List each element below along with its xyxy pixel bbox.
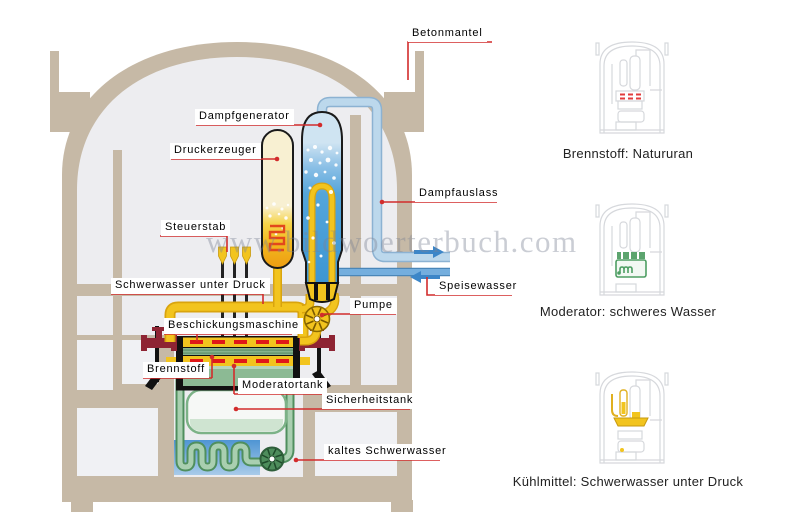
pressurizer	[261, 129, 294, 269]
thumbnail-caption-moderator: Moderator: schweres Wasser	[539, 304, 717, 319]
safety-tank	[185, 388, 288, 435]
label-steuerstab: Steuerstab	[161, 220, 231, 236]
mini-outline	[595, 371, 669, 464]
mini-moderator-highlight	[615, 252, 647, 278]
mini-outline	[595, 203, 669, 296]
reactor-diagram	[50, 41, 512, 512]
pressurizer-bubbles	[265, 202, 290, 236]
label-schwerwasser-unter-druck: Schwerwasser unter Druck	[111, 278, 270, 294]
label-moderatortank: Moderatortank	[238, 378, 328, 394]
label-brennstoff: Brennstoff	[143, 362, 209, 378]
mini-coolant-highlight	[611, 389, 649, 452]
feedwater-in-arrow	[410, 271, 440, 283]
left-pillar	[113, 150, 122, 484]
mini-fuel-highlight	[620, 93, 641, 100]
leader-lines	[111, 41, 512, 461]
sg-u-tube	[308, 182, 336, 283]
moderator-pump	[259, 446, 285, 472]
control-rods	[218, 246, 251, 338]
label-beschickungsmaschine: Beschickungsmaschine	[164, 318, 303, 334]
label-pumpe: Pumpe	[350, 298, 397, 314]
primary-pump	[303, 305, 331, 333]
label-dampfgenerator: Dampfgenerator	[195, 109, 294, 125]
label-druckerzeuger: Druckerzeuger	[170, 143, 261, 159]
thumbnail-caption-coolant: Kühlmittel: Schwerwasser unter Druck	[512, 474, 744, 489]
mini-outline	[595, 41, 669, 134]
label-betonmantel: Betonmantel	[408, 26, 487, 42]
leader-dots	[209, 122, 385, 463]
thumbnail-coolant[interactable]	[592, 364, 672, 468]
thumbnail-caption-fuel: Brennstoff: Natururan	[562, 146, 694, 161]
label-dampfauslass: Dampfauslass	[415, 186, 503, 202]
thumbnail-moderator[interactable]	[592, 196, 672, 300]
steam-out-arrow	[414, 246, 444, 258]
steam-generator	[301, 110, 343, 303]
thumbnail-fuel[interactable]	[592, 34, 672, 138]
right-pillar	[350, 115, 361, 412]
label-speisewasser: Speisewasser	[435, 279, 522, 295]
heater-coil	[268, 224, 286, 252]
label-kaltes-schwerwasser: kaltes Schwerwasser	[324, 444, 451, 460]
steam-pipe	[316, 96, 450, 263]
sg-bubbles	[304, 145, 339, 264]
sg-header	[304, 282, 340, 303]
label-sicherheitstank: Sicherheitstank	[322, 393, 418, 409]
